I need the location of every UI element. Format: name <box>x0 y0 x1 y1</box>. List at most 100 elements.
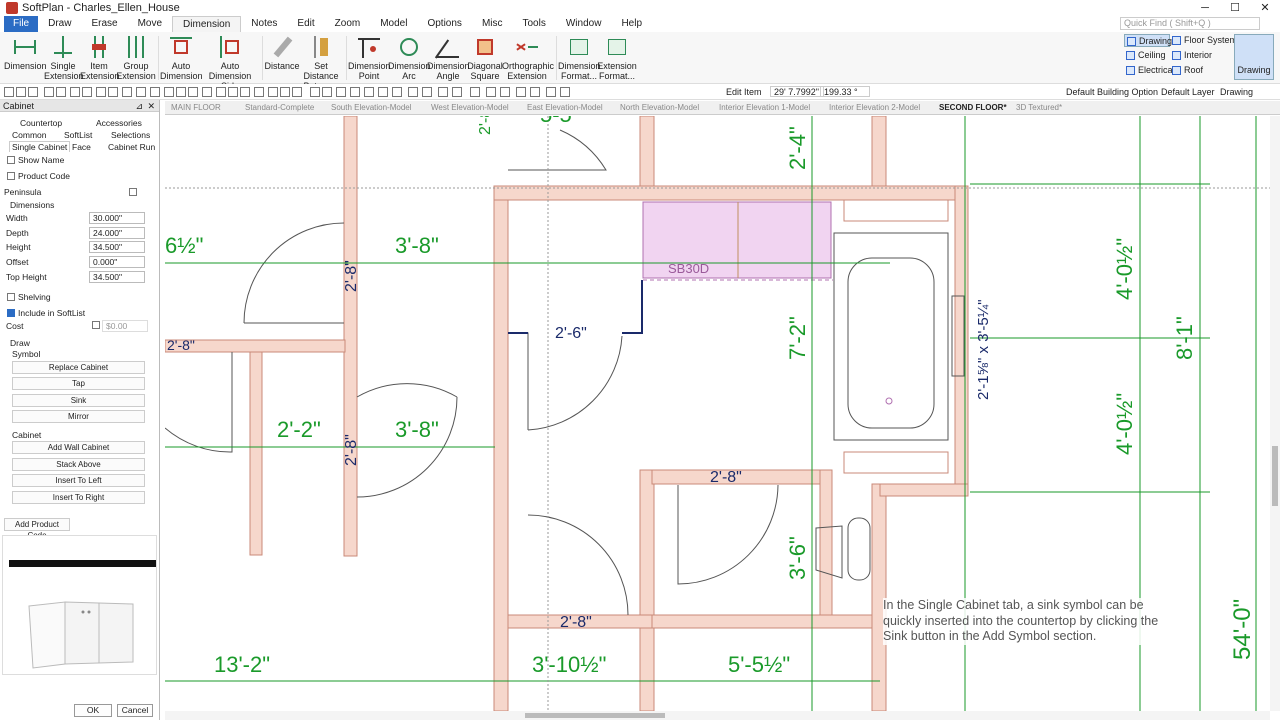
tap-button[interactable]: Tap <box>12 377 145 390</box>
view-tab-second-floor[interactable]: SECOND FLOOR* <box>939 103 1007 112</box>
close-window-button[interactable]: ✕ <box>1260 2 1270 14</box>
cost-input[interactable]: $0.00 <box>102 320 148 332</box>
menu-erase[interactable]: Erase <box>91 18 118 29</box>
menu-tools[interactable]: Tools <box>522 18 546 29</box>
tab-cabinet-run[interactable]: Cabinet Run <box>108 142 156 152</box>
cost-checkbox[interactable] <box>92 321 100 329</box>
toolbar-tool-icon[interactable] <box>560 87 570 97</box>
toolbar-tool-icon[interactable] <box>378 87 388 97</box>
display-electrical-toggle[interactable]: Electrical <box>1124 64 1175 77</box>
menu-draw[interactable]: Draw <box>48 18 72 29</box>
toolbar-tool-icon[interactable] <box>470 87 480 97</box>
toolbar-tool-icon[interactable] <box>516 87 526 97</box>
view-tab-interior-elevation-2[interactable]: Interior Elevation 2-Model <box>829 103 921 112</box>
sink-base-cabinet[interactable] <box>642 201 832 279</box>
depth-input[interactable]: 24.000" <box>89 227 145 239</box>
mode-select[interactable]: Drawing <box>1220 87 1254 97</box>
toolbar-tool-icon[interactable] <box>546 87 556 97</box>
minimize-button[interactable]: ─ <box>1201 2 1209 14</box>
insert-to-right-button[interactable]: Insert To Right <box>12 491 145 504</box>
edit-item-button[interactable]: Edit Item <box>726 87 762 97</box>
toolbar-tool-icon[interactable] <box>56 87 66 97</box>
product-code-checkbox[interactable] <box>7 172 15 180</box>
toolbar-tool-icon[interactable] <box>408 87 418 97</box>
menu-misc[interactable]: Misc <box>481 18 503 29</box>
toolbar-tool-icon[interactable] <box>150 87 160 97</box>
toolbar-tool-icon[interactable] <box>216 87 226 97</box>
display-drawing-toggle[interactable]: Drawing <box>1124 34 1172 47</box>
toolbar-tool-icon[interactable] <box>164 87 174 97</box>
toolbar-tool-icon[interactable] <box>70 87 80 97</box>
display-floor-system-toggle[interactable]: Floor System <box>1170 34 1237 47</box>
coordinate-field[interactable]: 29' 7.7992" <box>770 86 824 97</box>
toolbar-tool-icon[interactable] <box>280 87 290 97</box>
toolbar-tool-icon[interactable] <box>4 87 14 97</box>
toolbar-tool-icon[interactable] <box>530 87 540 97</box>
toolbar-tool-icon[interactable] <box>240 87 250 97</box>
toolbar-tool-icon[interactable] <box>322 87 332 97</box>
vertical-scrollbar[interactable] <box>1270 116 1280 711</box>
toolbar-tool-icon[interactable] <box>82 87 92 97</box>
angle-field[interactable]: 199.33 ° <box>820 86 870 97</box>
menu-options[interactable]: Options <box>427 18 462 29</box>
peninsula-checkbox[interactable] <box>129 188 137 196</box>
toolbar-tool-icon[interactable] <box>350 87 360 97</box>
toolbar-tool-icon[interactable] <box>452 87 462 97</box>
toolbar-tool-icon[interactable] <box>28 87 38 97</box>
width-input[interactable]: 30.000" <box>89 212 145 224</box>
view-tab-main-floor[interactable]: MAIN FLOOR <box>171 103 221 112</box>
menu-model[interactable]: Model <box>380 18 408 29</box>
toolbar-tool-icon[interactable] <box>108 87 118 97</box>
toolbar-tool-icon[interactable] <box>228 87 238 97</box>
toolbar-tool-icon[interactable] <box>500 87 510 97</box>
layer-select[interactable]: Default Layer <box>1161 87 1215 97</box>
tab-common[interactable]: Common <box>12 130 47 140</box>
menu-help[interactable]: Help <box>621 18 643 29</box>
horizontal-scrollbar[interactable] <box>165 711 1270 720</box>
display-interior-toggle[interactable]: Interior <box>1170 49 1212 62</box>
display-roof-toggle[interactable]: Roof <box>1170 64 1203 77</box>
add-wall-cabinet-button[interactable]: Add Wall Cabinet <box>12 441 145 454</box>
distance-button[interactable]: Distance <box>264 34 300 82</box>
menu-move[interactable]: Move <box>137 18 163 29</box>
drawing-mode-button[interactable]: Drawing <box>1234 34 1274 80</box>
view-tab-east-elevation[interactable]: East Elevation-Model <box>527 103 603 112</box>
toolbar-tool-icon[interactable] <box>136 87 146 97</box>
toolbar-tool-icon[interactable] <box>310 87 320 97</box>
set-distance-between-button[interactable]: Set DistanceBetween <box>298 34 344 91</box>
pin-icon[interactable]: ⊿ <box>135 101 143 111</box>
tab-accessories[interactable]: Accessories <box>96 118 142 128</box>
dimension-button[interactable]: Dimension <box>4 34 47 82</box>
offset-input[interactable]: 0.000" <box>89 256 145 268</box>
toolbar-tool-icon[interactable] <box>122 87 132 97</box>
toolbar-tool-icon[interactable] <box>202 87 212 97</box>
toolbar-tool-icon[interactable] <box>292 87 302 97</box>
toilet[interactable] <box>815 525 843 579</box>
toolbar-tool-icon[interactable] <box>392 87 402 97</box>
toolbar-tool-icon[interactable] <box>336 87 346 97</box>
building-option-select[interactable]: Default Building Option <box>1066 87 1159 97</box>
cancel-button[interactable]: Cancel <box>117 704 153 717</box>
shelving-checkbox[interactable] <box>7 293 15 301</box>
view-tab-standard-complete[interactable]: Standard-Complete <box>245 103 315 112</box>
view-tab-interior-elevation-1[interactable]: Interior Elevation 1-Model <box>719 103 811 112</box>
toolbar-tool-icon[interactable] <box>486 87 496 97</box>
tab-softlist[interactable]: SoftList <box>64 130 93 140</box>
tab-selections[interactable]: Selections <box>111 130 151 140</box>
view-tab-north-elevation[interactable]: North Elevation-Model <box>620 103 700 112</box>
insert-to-left-button[interactable]: Insert To Left <box>12 474 145 487</box>
tab-single-cabinet[interactable]: Single Cabinet <box>9 141 71 152</box>
show-name-checkbox[interactable] <box>7 156 15 164</box>
view-tab-south-elevation[interactable]: South Elevation-Model <box>331 103 412 112</box>
sink-button[interactable]: Sink <box>12 394 145 407</box>
toolbar-tool-icon[interactable] <box>254 87 264 97</box>
